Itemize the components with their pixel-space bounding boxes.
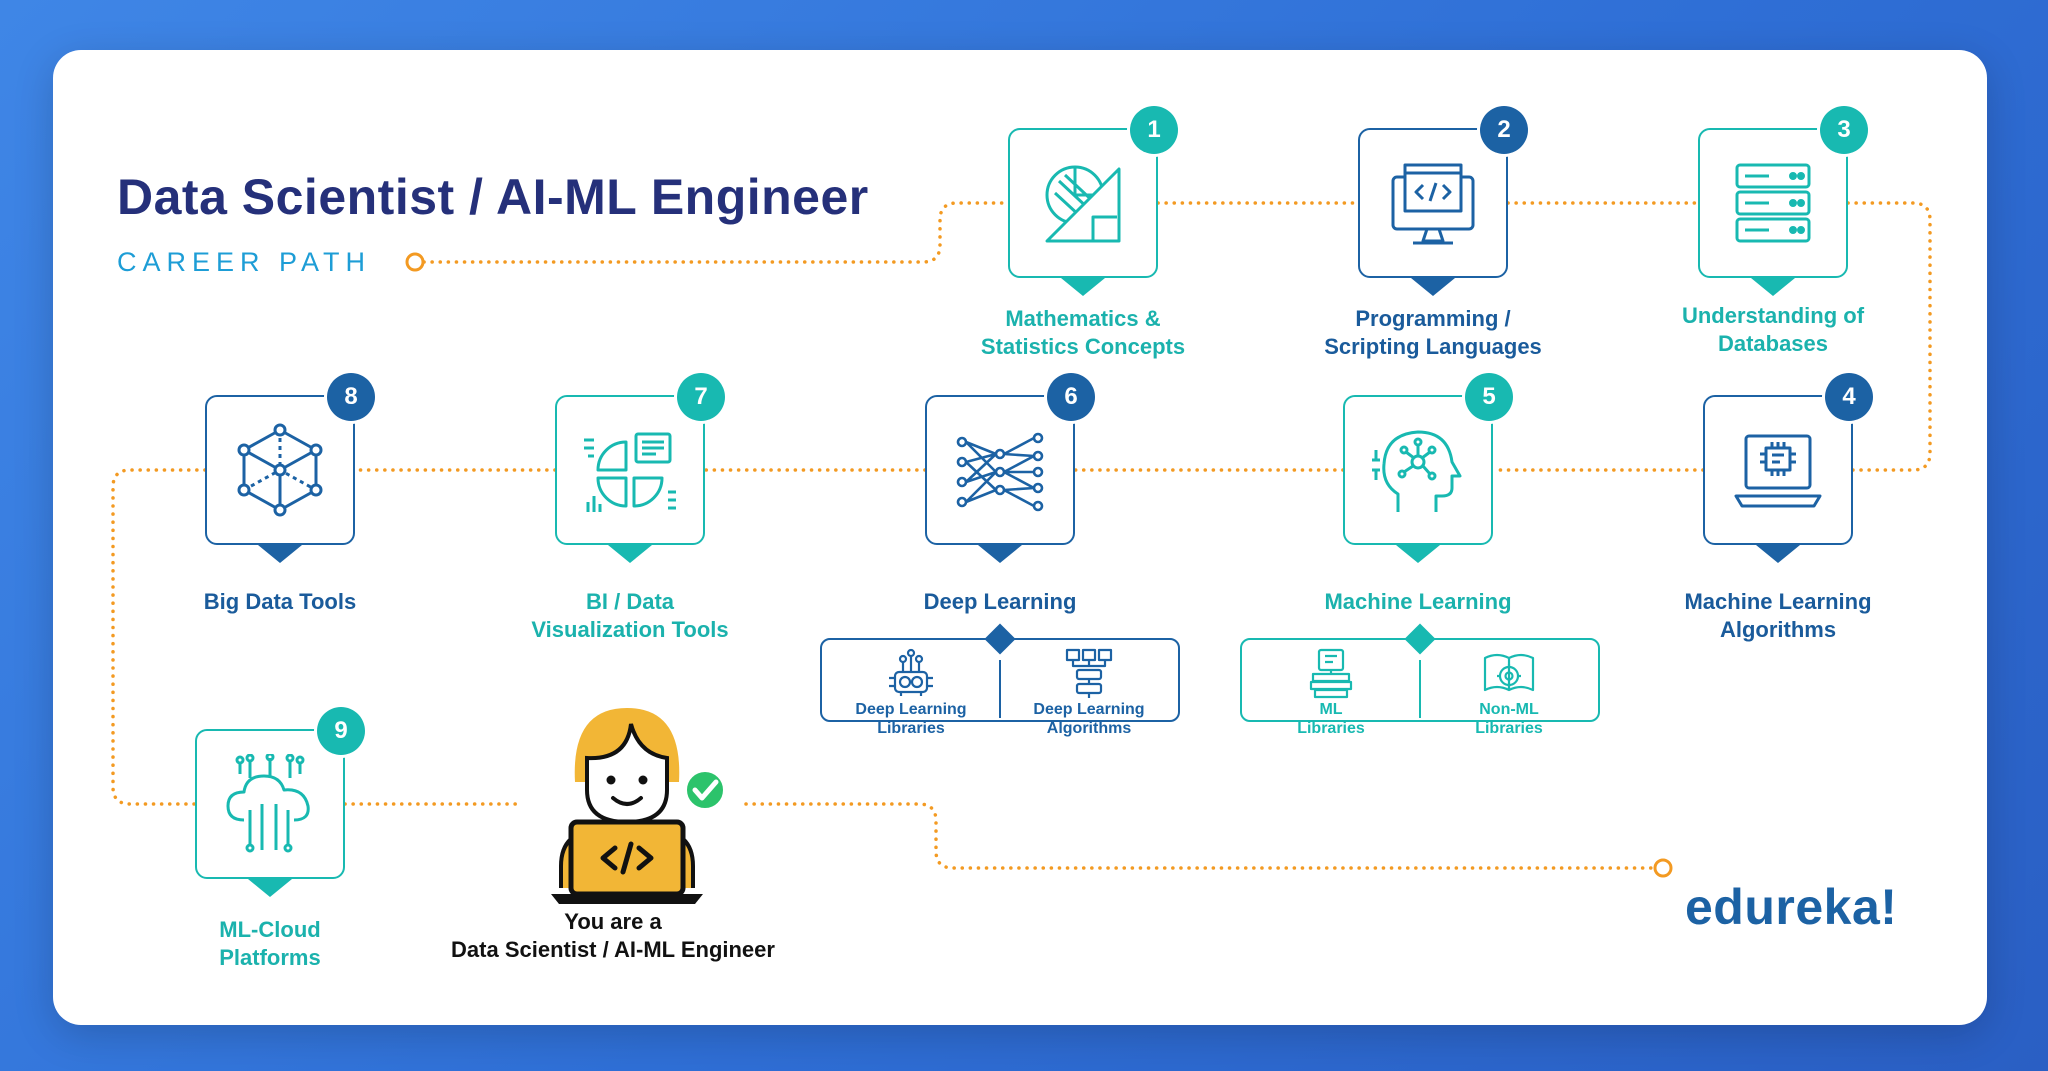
step-2-badge: 2 [1480, 106, 1528, 154]
step-7-badge: 7 [677, 373, 725, 421]
step-8-pointer [258, 545, 302, 563]
step-2-pointer [1411, 278, 1455, 296]
step-1-label: Mathematics &Statistics Concepts [980, 306, 1186, 359]
step-3-badge: 3 [1820, 106, 1868, 154]
step-5-pointer [1396, 545, 1440, 563]
database-server-icon [1735, 163, 1811, 243]
brand-logo: edureka! [1685, 879, 1898, 935]
step-6-node: 6 [925, 373, 1095, 563]
code-monitor-icon [1391, 163, 1475, 245]
book-gear-icon [1483, 653, 1535, 692]
robot-circuit-icon [889, 648, 933, 696]
step-6-badge: 6 [1047, 373, 1095, 421]
non-ml-libraries-item: Non-ML Libraries [1420, 646, 1598, 737]
step-4-pointer [1756, 545, 1800, 563]
path-end-marker [1653, 858, 1673, 878]
step-8-badge: 8 [327, 373, 375, 421]
data-cube-icon [237, 423, 323, 517]
step-9-badge: 9 [317, 707, 365, 755]
step-5-box [1343, 395, 1493, 545]
brain-head-icon [1372, 430, 1462, 512]
career-path-card: Data Scientist / AI-ML Engineer CAREER P… [53, 50, 1987, 1025]
dl-libraries-item: Deep Learning Libraries [822, 646, 1000, 737]
dl-algorithms-item: Deep Learning Algorithms [1000, 646, 1178, 737]
step-7-box [555, 395, 705, 545]
finish-label: You are a Data Scientist / AI-ML Enginee… [451, 909, 775, 962]
step-5-label: Machine Learning [1324, 589, 1512, 614]
connector-paths [111, 201, 1932, 878]
ml-sub-divider [1419, 660, 1421, 718]
step-1-node: 1 [1008, 106, 1178, 296]
geometry-chart-icon [1045, 165, 1121, 243]
step-6-label: Deep Learning [923, 589, 1077, 614]
person-figure-icon [551, 708, 703, 904]
dl-sub-divider [999, 660, 1001, 718]
step-7-pointer [608, 545, 652, 563]
flowchart-icon [1065, 648, 1113, 698]
path-finish-to-end [744, 802, 1657, 870]
step-7-node: 7 [555, 373, 725, 563]
laptop-chip-icon [1734, 434, 1822, 508]
step-5-node: 5 [1343, 373, 1513, 563]
step-3-pointer [1751, 278, 1795, 296]
step-1-pointer [1061, 278, 1105, 296]
step-9-node: 9 [195, 707, 365, 897]
dashboard-chart-icon [584, 432, 676, 512]
ml-sub-box: ML Libraries Non-ML Libraries [1240, 623, 1600, 737]
ml-libraries-icon [1309, 648, 1353, 699]
step-9-pointer [248, 879, 292, 897]
path-step8-to-step9 [111, 468, 207, 806]
data-scientist-avatar [551, 708, 727, 904]
step-1-badge: 1 [1130, 106, 1178, 154]
neural-network-icon [956, 432, 1044, 512]
step-4-badge: 4 [1825, 373, 1873, 421]
step-2-label: Programming /Scripting Languages [1324, 306, 1542, 359]
page-subtitle: CAREER PATH [117, 247, 372, 277]
step-6-pointer [978, 545, 1022, 563]
step-8-label: Big Data Tools [203, 589, 357, 614]
ml-libraries-item: ML Libraries [1242, 646, 1420, 737]
step-8-node: 8 [205, 373, 375, 563]
step-3-box [1698, 128, 1848, 278]
step-3-node: 3 [1698, 106, 1868, 296]
dl-sub-box: Deep Learning Libraries Deep Learning Al… [820, 623, 1180, 737]
page-title: Data Scientist / AI-ML Engineer [117, 169, 869, 225]
path-start-marker [405, 252, 425, 272]
step-5-badge: 5 [1465, 373, 1513, 421]
cloud-circuit-icon [226, 754, 310, 853]
check-badge-icon [683, 768, 727, 812]
step-4-node: 4 [1703, 373, 1873, 563]
step-2-node: 2 [1358, 106, 1528, 296]
path-step3-to-step4 [1846, 201, 1932, 472]
step-6-box [925, 395, 1075, 545]
